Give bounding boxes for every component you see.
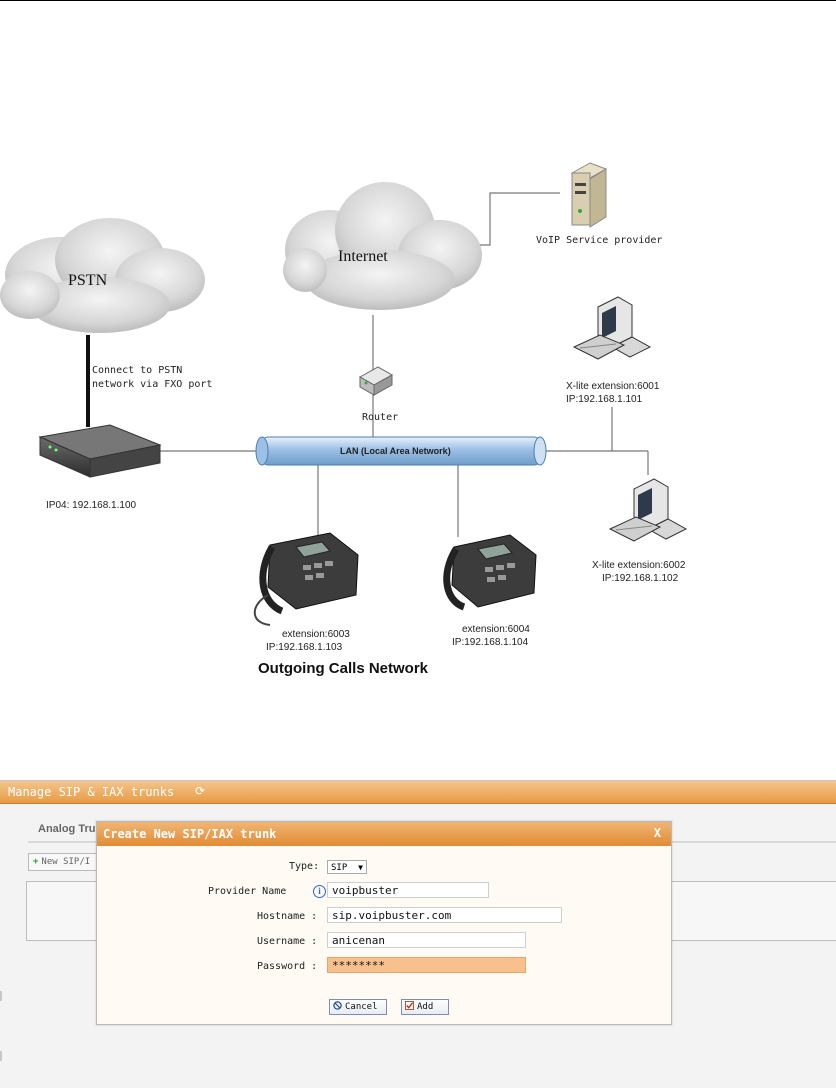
ext-6004-ip: IP:192.168.1.104 <box>452 637 529 648</box>
left-edge-mark-2 <box>0 1051 2 1061</box>
page-top-rule <box>0 0 836 1</box>
internet-cloud <box>283 182 482 310</box>
voip-provider-label: VoIP Service provider <box>536 235 663 246</box>
fxo-note-line1: Connect to PSTN <box>92 365 183 376</box>
pc-6002-icon <box>608 478 688 542</box>
pc-6001-icon <box>572 296 652 360</box>
close-icon[interactable]: X <box>653 826 661 840</box>
provider-name-input[interactable]: voipbuster <box>327 882 489 898</box>
xlite-6002-ip: IP:192.168.1.102 <box>602 573 679 584</box>
hostname-label: Hostname : <box>257 911 318 922</box>
fxo-note-line2: network via FXO port <box>92 379 213 390</box>
left-edge-mark-1 <box>0 991 2 1001</box>
new-sip-iax-button[interactable]: +New SIP/I <box>28 853 102 871</box>
ip04-label: IP04: 192.168.1.100 <box>46 500 137 511</box>
network-diagram: PSTN Internet VoIP Service provider Rout… <box>0 155 697 683</box>
diagram-caption: Outgoing Calls Network <box>258 660 429 677</box>
password-input[interactable]: ******** <box>327 957 526 973</box>
lan-pipe <box>255 436 547 466</box>
password-label: Password : <box>257 961 318 972</box>
add-button[interactable]: Add <box>401 999 449 1015</box>
ip04-device-icon <box>38 424 162 478</box>
cancel-icon <box>333 1001 342 1010</box>
chevron-down-icon: ▼ <box>358 863 363 872</box>
internet-label: Internet <box>338 248 388 265</box>
cancel-button[interactable]: Cancel <box>329 999 387 1015</box>
tab-analog-trunks[interactable]: Analog Trun <box>38 823 103 835</box>
new-sip-iax-label: New SIP/I <box>41 857 91 867</box>
diagram-drawing <box>0 162 688 626</box>
create-trunk-dialog: Create New SIP/IAX trunk X Type: SIP ▼ Pr… <box>96 821 672 1025</box>
phone-6003-icon <box>253 532 359 626</box>
provider-name-label: Provider Name <box>208 886 287 897</box>
connection-lines <box>160 192 649 537</box>
cancel-label: Cancel <box>345 1002 378 1012</box>
info-icon[interactable]: i <box>313 885 326 898</box>
refresh-icon[interactable]: ⟳ <box>195 784 206 798</box>
type-select[interactable]: SIP ▼ <box>327 860 367 874</box>
xlite-6002-ext: X-lite extension:6002 <box>592 560 686 571</box>
screen-title: Manage SIP & IAX trunks <box>8 785 175 799</box>
hostname-input[interactable]: sip.voipbuster.com <box>327 907 562 923</box>
pstn-cloud <box>0 218 205 333</box>
pstn-label: PSTN <box>68 272 108 289</box>
username-label: Username : <box>257 936 318 947</box>
screen-titlebar: Manage SIP & IAX trunks ⟳ <box>0 781 836 804</box>
ext-6003-label: extension:6003 <box>282 629 350 640</box>
router-icon <box>358 366 394 396</box>
checkbox-checked-icon <box>405 1001 414 1010</box>
plus-icon: + <box>33 857 39 867</box>
dialog-header: Create New SIP/IAX trunk X <box>97 822 671 846</box>
router-label: Router <box>362 412 399 423</box>
dialog-title: Create New SIP/IAX trunk <box>103 827 277 841</box>
xlite-6001-ip: IP:192.168.1.101 <box>566 394 643 405</box>
type-label: Type: <box>289 861 320 872</box>
trunk-manager-screen: Manage SIP & IAX trunks ⟳ Analog Trun +N… <box>0 780 836 1088</box>
ext-6003-ip: IP:192.168.1.103 <box>266 642 343 653</box>
ext-6004-label: extension:6004 <box>462 624 530 635</box>
add-label: Add <box>417 1002 434 1012</box>
type-select-value: SIP <box>331 863 348 873</box>
server-icon <box>570 162 608 228</box>
username-input[interactable]: anicenan <box>327 932 526 948</box>
xlite-6001-ext: X-lite extension:6001 <box>566 381 660 392</box>
lan-label: LAN (Local Area Network) <box>340 446 451 456</box>
phone-6004-icon <box>443 534 537 611</box>
